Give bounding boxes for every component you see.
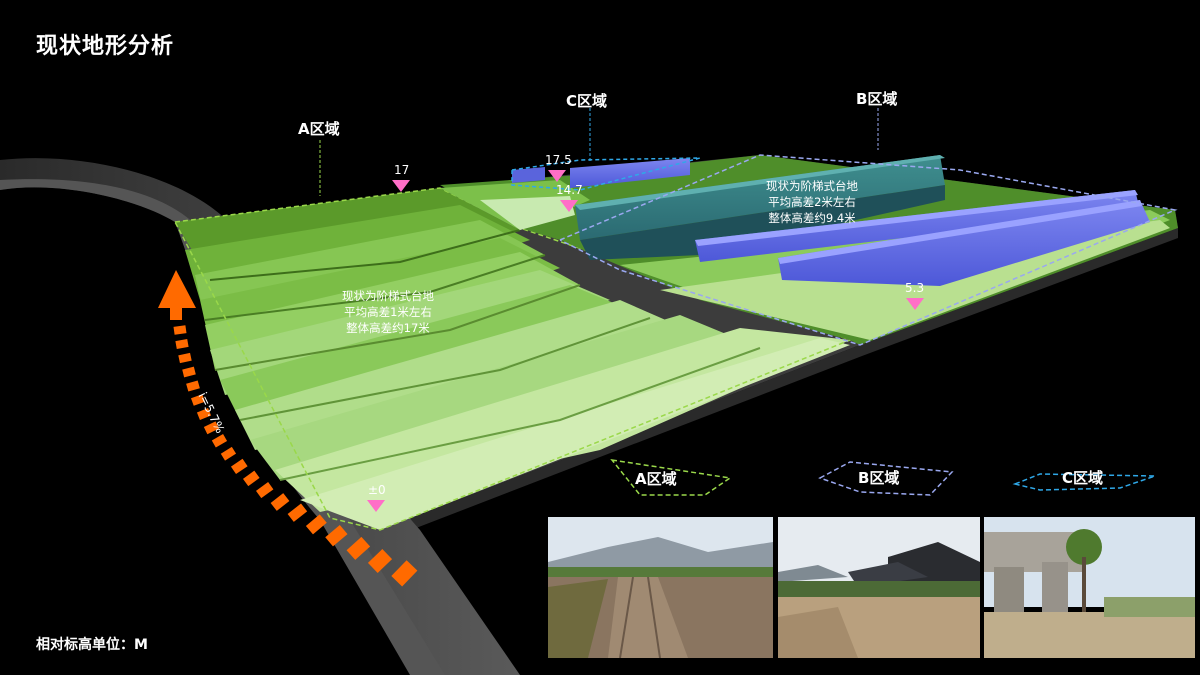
arrow-head-icon	[158, 270, 196, 320]
photo-zone-a	[548, 517, 773, 658]
elevation-c-low: 14.7	[556, 183, 583, 197]
zone-a-note-line: 平均高差1米左右	[344, 305, 432, 319]
marker-c-low	[560, 200, 578, 212]
elevation-c-top: 17.5	[545, 153, 572, 167]
zone-b-note-line: 现状为阶梯式台地	[766, 179, 858, 193]
marker-base	[367, 500, 385, 512]
building-c	[570, 158, 690, 188]
legend-c-label: C区域	[1062, 469, 1104, 487]
building-blue-1	[695, 190, 1140, 262]
marker-a-top	[392, 180, 410, 192]
zone-b-note-line: 整体高差约9.4米	[768, 211, 856, 225]
building-blue-2	[778, 200, 1150, 286]
unit-label: 相对标高单位：M	[36, 637, 148, 653]
zone-b-outline	[559, 154, 1178, 346]
zone-c-outline	[511, 157, 701, 191]
photo-zone-c	[984, 517, 1195, 658]
elevation-base: ±0	[368, 483, 386, 497]
legend-a-label: A区域	[635, 470, 677, 488]
elevation-a-top: 17	[394, 163, 410, 177]
slope-arrow	[158, 270, 418, 587]
legend-b-label: B区域	[858, 469, 900, 487]
elevation-b-low: 5.3	[905, 281, 925, 295]
zone-a-note-line: 现状为阶梯式台地	[342, 289, 434, 303]
building-teal	[575, 155, 945, 240]
site-slab-edge	[380, 228, 1178, 540]
zone-b-label: B区域	[856, 90, 898, 108]
zone-a-note: 现状为阶梯式台地 平均高差1米左右 整体高差约17米	[342, 288, 434, 336]
zone-c-label: C区域	[566, 92, 608, 110]
zone-a-label: A区域	[298, 120, 340, 138]
zone-b-note-line: 平均高差2米左右	[768, 195, 856, 209]
zone-b-note: 现状为阶梯式台地 平均高差2米左右 整体高差约9.4米	[766, 178, 858, 226]
zone-a-terraces	[175, 188, 850, 530]
photo-zone-b	[778, 517, 980, 658]
page-title: 现状地形分析	[36, 34, 175, 59]
legend-b-shape	[818, 461, 954, 496]
marker-c-top	[548, 170, 566, 182]
legend-c-shape	[1012, 473, 1156, 491]
zone-a-note-line: 整体高差约17米	[346, 321, 430, 335]
marker-b-low	[906, 298, 924, 310]
